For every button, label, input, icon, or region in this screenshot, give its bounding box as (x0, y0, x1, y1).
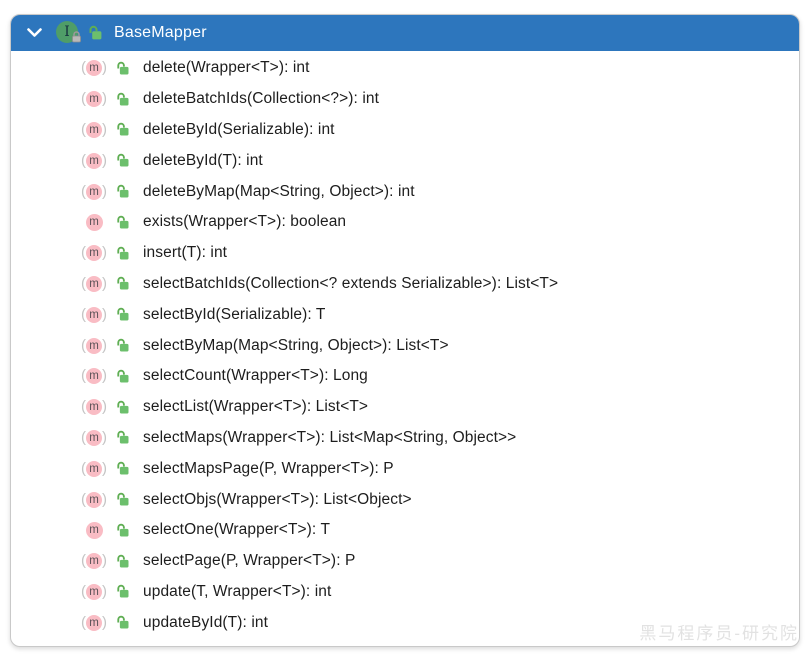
method-icon: ( m ) (81, 274, 107, 292)
watermark-text: 黑马程序员-研究院 (639, 624, 799, 643)
method-icon: ( m ) (81, 336, 107, 354)
method-row[interactable]: ( m ) deleteById(Serializable): int (11, 115, 799, 146)
method-signature: exists(Wrapper<T>): boolean (143, 213, 347, 231)
public-lock-icon (115, 184, 130, 199)
method-row[interactable]: ( m ) selectOne(Wrapper<T>): T (11, 515, 799, 546)
method-icon: ( m ) (81, 182, 107, 200)
final-lock-badge-icon (71, 30, 82, 48)
method-icon: ( m ) (81, 552, 107, 570)
method-icon: ( m ) (81, 151, 107, 169)
method-row[interactable]: ( m ) selectMaps(Wrapper<T>): List<Map<S… (11, 423, 799, 454)
public-lock-icon (115, 584, 130, 599)
method-row[interactable]: ( m ) selectCount(Wrapper<T>): Long (11, 361, 799, 392)
method-list: ( m ) delete(Wrapper<T>): int ( m ) dele… (11, 51, 799, 638)
public-lock-icon (115, 215, 130, 230)
method-row[interactable]: ( m ) update(T, Wrapper<T>): int (11, 577, 799, 608)
chevron-down-icon[interactable] (23, 22, 45, 44)
method-icon: ( m ) (81, 367, 107, 385)
method-icon: ( m ) (81, 490, 107, 508)
public-lock-icon (115, 400, 130, 415)
method-signature: selectById(Serializable): T (143, 305, 326, 323)
public-lock-icon (115, 307, 130, 322)
method-row[interactable]: ( m ) deleteById(T): int (11, 145, 799, 176)
method-signature: selectMapsPage(P, Wrapper<T>): P (143, 459, 394, 477)
method-signature: selectCount(Wrapper<T>): Long (143, 367, 368, 385)
method-signature: deleteByMap(Map<String, Object>): int (143, 182, 415, 200)
public-lock-icon (115, 615, 130, 630)
public-lock-icon (115, 461, 130, 476)
method-signature: selectBatchIds(Collection<? extends Seri… (143, 274, 559, 292)
public-lock-icon (115, 153, 130, 168)
method-icon: ( m ) (81, 90, 107, 108)
public-lock-icon (87, 25, 103, 41)
method-signature: deleteById(T): int (143, 151, 263, 169)
method-icon: ( m ) (80, 213, 108, 231)
method-icon: ( m ) (81, 244, 107, 262)
method-signature: selectMaps(Wrapper<T>): List<Map<String,… (143, 428, 517, 446)
interface-header[interactable]: I BaseMapper (11, 15, 799, 51)
method-signature: deleteById(Serializable): int (143, 120, 335, 138)
method-row[interactable]: ( m ) deleteByMap(Map<String, Object>): … (11, 176, 799, 207)
method-row[interactable]: ( m ) insert(T): int (11, 238, 799, 269)
method-signature: selectPage(P, Wrapper<T>): P (143, 552, 356, 570)
public-lock-icon (115, 523, 130, 538)
method-row[interactable]: ( m ) selectPage(P, Wrapper<T>): P (11, 546, 799, 577)
method-row[interactable]: ( m ) selectList(Wrapper<T>): List<T> (11, 392, 799, 423)
method-icon: ( m ) (80, 521, 108, 539)
basemapper-structure-panel: I BaseMapper ( m ) (10, 14, 800, 647)
method-icon: ( m ) (81, 305, 107, 323)
interface-icon: I (56, 21, 82, 48)
method-signature: updateById(T): int (143, 613, 268, 631)
method-icon: ( m ) (81, 120, 107, 138)
method-signature: selectObjs(Wrapper<T>): List<Object> (143, 490, 412, 508)
method-signature: selectOne(Wrapper<T>): T (143, 521, 331, 539)
method-signature: selectList(Wrapper<T>): List<T> (143, 398, 369, 416)
public-lock-icon (115, 61, 130, 76)
public-lock-icon (115, 369, 130, 384)
method-icon: ( m ) (81, 398, 107, 416)
method-signature: update(T, Wrapper<T>): int (143, 582, 332, 600)
method-icon: ( m ) (81, 428, 107, 446)
method-row[interactable]: ( m ) deleteBatchIds(Collection<?>): int (11, 84, 799, 115)
method-icon: ( m ) (81, 613, 107, 631)
method-signature: deleteBatchIds(Collection<?>): int (143, 90, 380, 108)
public-lock-icon (115, 92, 130, 107)
public-lock-icon (115, 338, 130, 353)
method-icon: ( m ) (81, 582, 107, 600)
method-row[interactable]: ( m ) exists(Wrapper<T>): boolean (11, 207, 799, 238)
method-row[interactable]: ( m ) delete(Wrapper<T>): int (11, 53, 799, 84)
method-row[interactable]: ( m ) selectMapsPage(P, Wrapper<T>): P (11, 453, 799, 484)
method-row[interactable]: ( m ) selectBatchIds(Collection<? extend… (11, 269, 799, 300)
public-lock-icon (115, 276, 130, 291)
method-signature: selectByMap(Map<String, Object>): List<T… (143, 336, 449, 354)
public-lock-icon (115, 246, 130, 261)
method-row[interactable]: ( m ) selectObjs(Wrapper<T>): List<Objec… (11, 484, 799, 515)
public-lock-icon (115, 430, 130, 445)
public-lock-icon (115, 492, 130, 507)
method-signature: delete(Wrapper<T>): int (143, 59, 310, 77)
method-row[interactable]: ( m ) selectByMap(Map<String, Object>): … (11, 330, 799, 361)
interface-title: BaseMapper (114, 24, 207, 41)
public-lock-icon (115, 554, 130, 569)
method-row[interactable]: ( m ) selectById(Serializable): T (11, 299, 799, 330)
method-signature: insert(T): int (143, 244, 228, 262)
method-row[interactable]: ( m ) updateById(T): int (11, 607, 799, 638)
method-icon: ( m ) (81, 59, 107, 77)
method-icon: ( m ) (81, 459, 107, 477)
public-lock-icon (115, 122, 130, 137)
